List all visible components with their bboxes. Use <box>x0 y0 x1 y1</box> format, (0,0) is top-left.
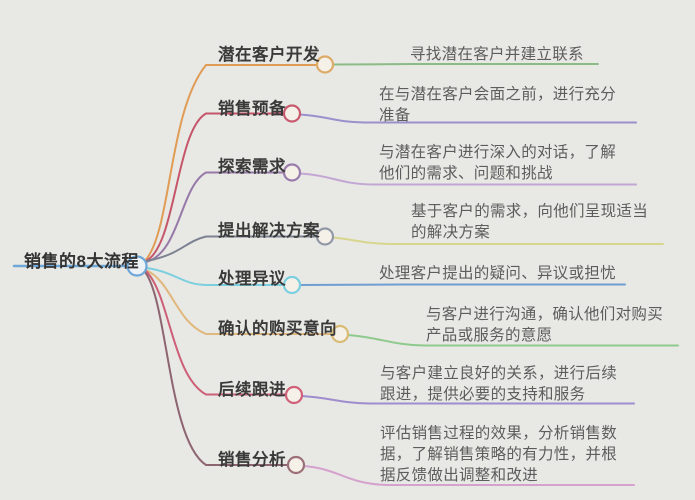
branch-label-preparation: 销售预备 <box>218 100 286 118</box>
branch-description-sales-analysis: 评估销售过程的效果，分析销售数 据，了解销售策略的有力性，并根 据反馈做出调整和… <box>380 425 618 484</box>
branch-description-solution: 基于客户的需求，向他们呈现适当 的解决方案 <box>411 203 649 241</box>
branch-description-prospecting: 寻找潜在客户并建立联系 <box>410 46 584 63</box>
root-node-label: 销售的8大流程 <box>24 252 139 271</box>
branch-description-preparation: 在与潜在客户会面之前，进行充分 准备 <box>379 86 617 124</box>
branch-description-purchase-intent: 与客户进行沟通，确认他们对购买 产品或服务的意愿 <box>426 306 664 344</box>
branch-label-solution: 提出解决方案 <box>218 222 320 240</box>
connector-line <box>299 172 637 186</box>
node-circle <box>126 255 148 277</box>
connector-line <box>332 236 664 245</box>
branch-description-objections: 处理客户提出的疑问、异议或担忧 <box>379 265 617 282</box>
node-circle <box>282 104 302 123</box>
connector-line <box>145 112 285 262</box>
connector-line <box>303 465 635 486</box>
connector-line <box>146 267 285 286</box>
node-circle <box>315 227 335 246</box>
branch-description-needs-discovery: 与潜在客户进行深入的对话，了解 他们的需求、问题和挑战 <box>379 144 617 182</box>
connector-line <box>144 64 318 262</box>
branch-label-needs-discovery: 探索需求 <box>218 158 286 176</box>
connector-line <box>146 235 318 262</box>
connector-line <box>144 271 289 466</box>
connector-line <box>145 270 287 396</box>
connector-line <box>145 171 285 263</box>
connector-line <box>332 63 599 66</box>
node-circle <box>315 55 335 74</box>
branch-label-purchase-intent: 确认的购买意向 <box>218 320 337 338</box>
branch-label-follow-up: 后续跟进 <box>218 381 286 399</box>
node-circle <box>286 455 306 475</box>
branch-label-sales-analysis: 销售分析 <box>218 451 286 469</box>
node-circle <box>282 275 302 295</box>
branch-label-prospecting: 潜在客户开发 <box>218 46 320 64</box>
node-circle <box>284 385 304 405</box>
connector-line <box>347 334 679 347</box>
connector-line <box>299 113 637 124</box>
connector-line <box>301 395 635 405</box>
node-circle <box>330 324 350 344</box>
node-circle <box>282 163 302 182</box>
connector-line <box>299 283 626 286</box>
branch-description-follow-up: 与客户建立良好的关系，进行后续 跟进，提供必要的支持和服务 <box>380 365 618 403</box>
branch-label-objections: 处理异议 <box>218 270 286 288</box>
connector-line <box>145 269 333 335</box>
